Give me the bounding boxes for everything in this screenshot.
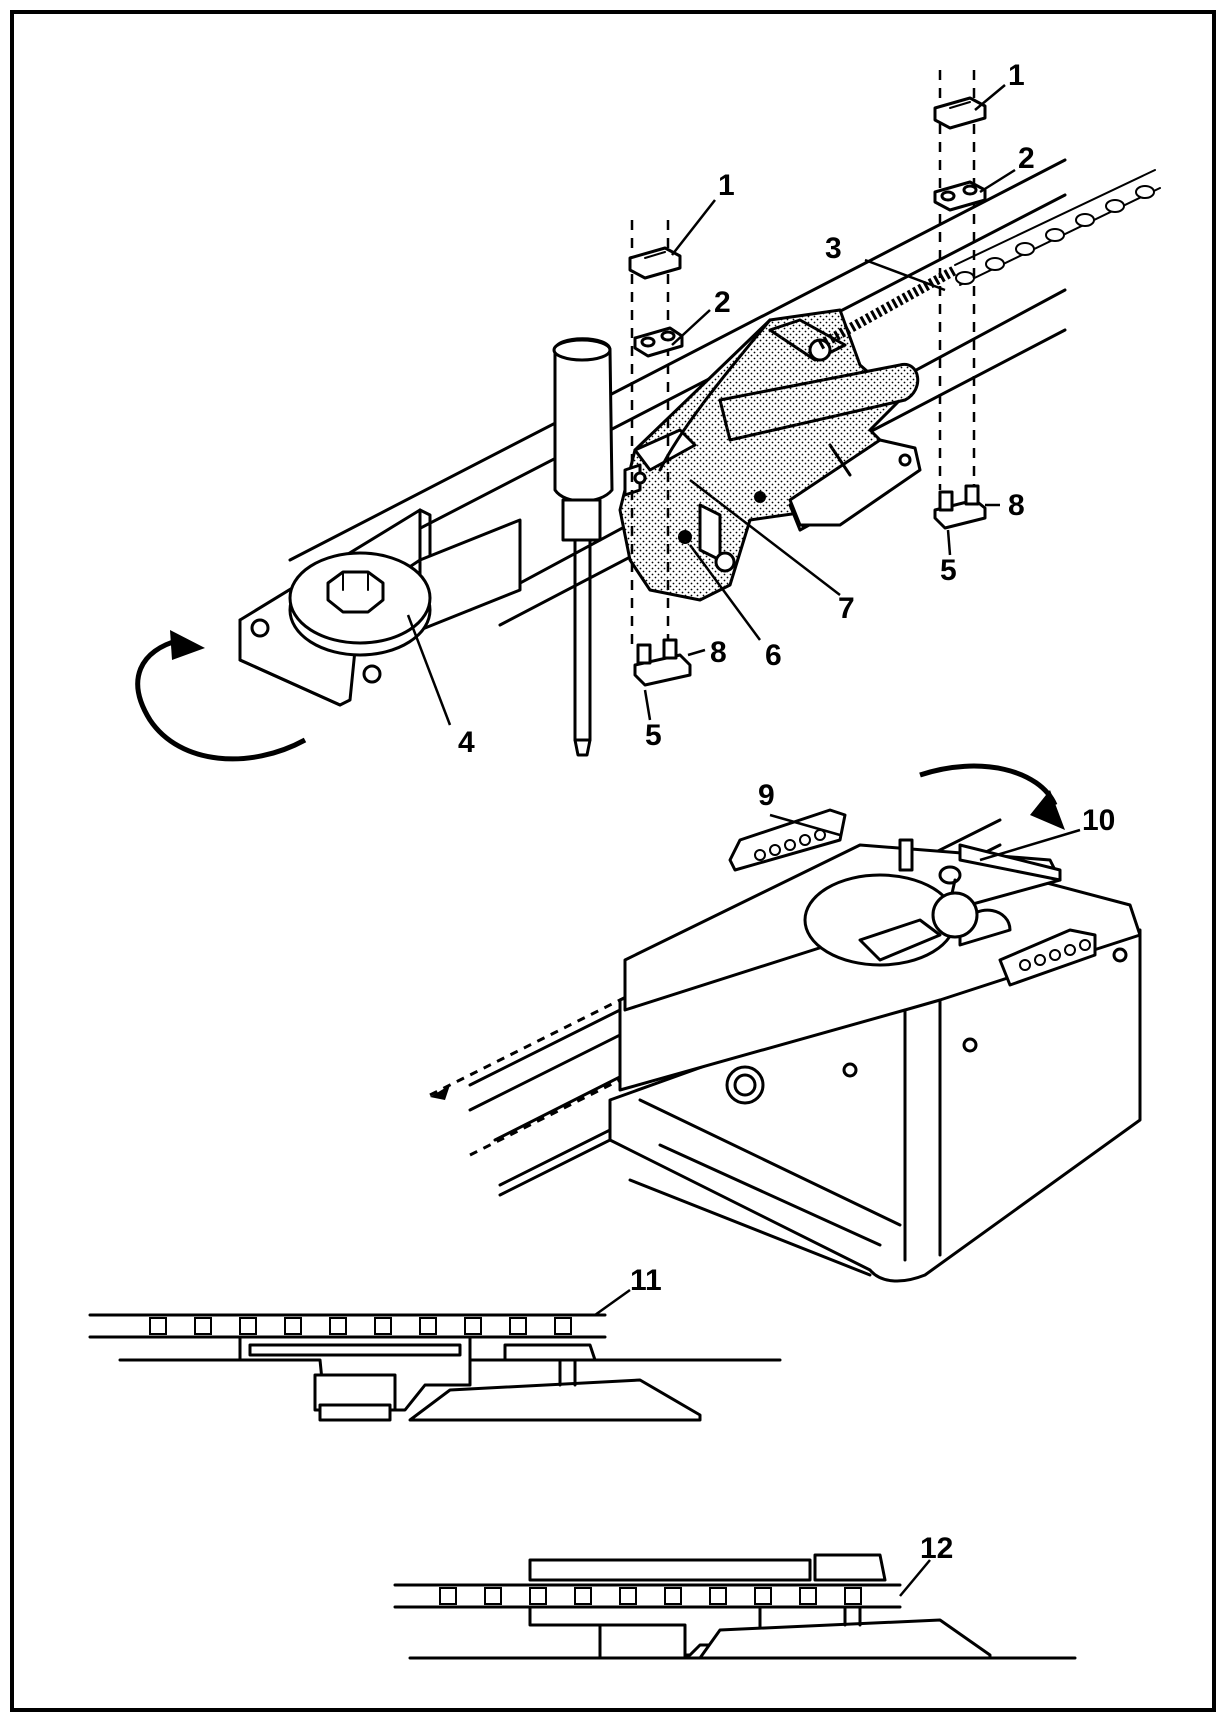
opener-head-assembly — [429, 763, 1142, 1283]
side-view-chain-upper — [88, 1288, 782, 1422]
callout-1-right: 1 — [1008, 59, 1025, 92]
rotation-arrow-right-icon — [919, 763, 1065, 830]
callout-4: 4 — [458, 726, 475, 759]
idler-pulley — [288, 551, 432, 657]
callout-8-right: 8 — [1008, 489, 1025, 522]
callout-8-left: 8 — [710, 636, 727, 669]
washer-left-2 — [633, 326, 684, 358]
diagram-frame — [10, 10, 1216, 1712]
callout-5-right: 5 — [940, 554, 957, 587]
callout-7: 7 — [838, 592, 855, 625]
callout-6: 6 — [765, 639, 782, 672]
callout-11: 11 — [630, 1264, 662, 1297]
side-view-chain-lower — [393, 1553, 1077, 1660]
callout-2-left: 2 — [714, 286, 731, 319]
callout-3: 3 — [825, 232, 842, 265]
callout-12: 12 — [920, 1532, 953, 1565]
nut-right — [933, 484, 987, 530]
trolley-rail-assembly — [135, 70, 1161, 762]
rotation-arrow-left-icon — [135, 630, 307, 762]
washer-left-1 — [628, 246, 682, 280]
washer-right-2 — [933, 180, 987, 212]
screwdriver-tool — [552, 337, 614, 757]
drive-chain-top — [954, 169, 1161, 286]
callout-9: 9 — [758, 779, 775, 812]
callout-2-right: 2 — [1018, 142, 1035, 175]
nut-left — [633, 638, 692, 687]
callout-5-left: 5 — [645, 719, 662, 752]
callout-10: 10 — [1082, 804, 1115, 837]
callout-1-left: 1 — [718, 169, 735, 202]
washer-right-1 — [933, 96, 987, 130]
trolley-carriage — [618, 265, 958, 602]
